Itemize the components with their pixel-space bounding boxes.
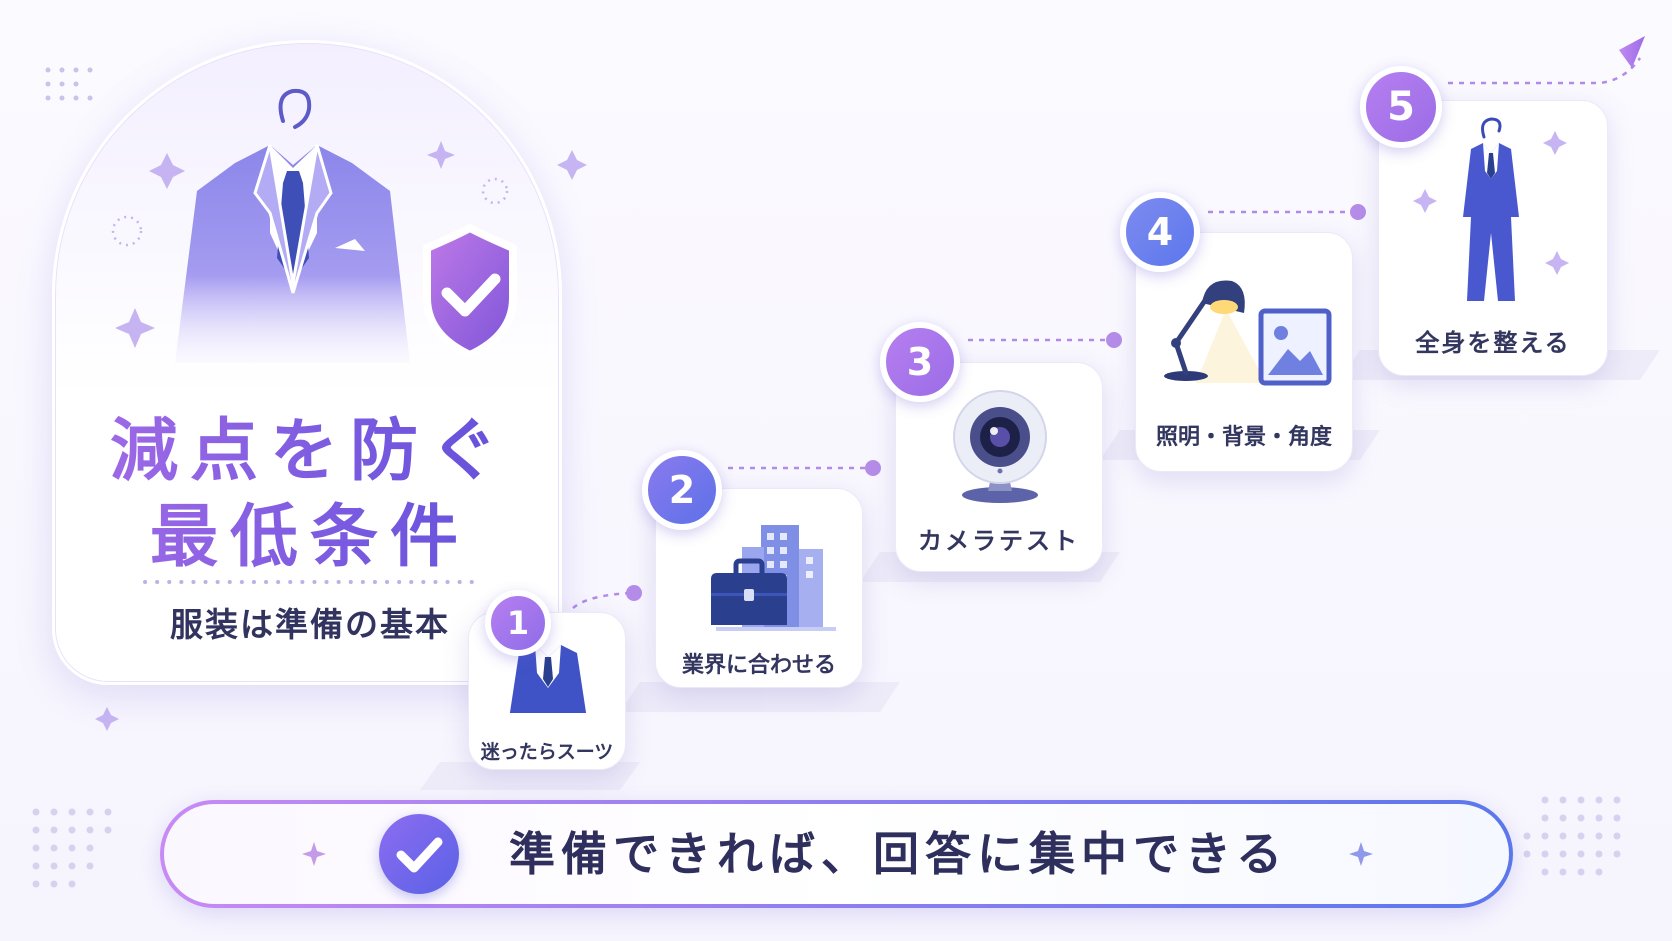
connector-dots (626, 204, 1366, 601)
sparkle-icon (1349, 842, 1373, 866)
dot-pattern-bottom-right (1523, 796, 1621, 876)
step-badge-2: 2 (642, 450, 722, 530)
webcam-icon (953, 390, 1047, 503)
summary-banner-inner: 準備できれば、回答に集中できる (164, 804, 1509, 904)
step-badge-5: 5 (1360, 66, 1442, 148)
hero-subtitle: 服装は準備の基本 (170, 605, 450, 644)
step-card-5: 全身を整える (1378, 100, 1608, 376)
step-label-5: 全身を整える (1415, 329, 1571, 357)
suit-on-hanger-with-shield-check-icon (111, 88, 517, 363)
hero-card: 減点を防ぐ 最低条件 服装は準備の基本 (52, 40, 562, 685)
step-number-3: 3 (906, 340, 934, 384)
step-number-5: 5 (1387, 84, 1415, 130)
suit-jacket-icon (509, 645, 587, 713)
check-circle-icon (379, 814, 459, 894)
step-number-1: 1 (506, 604, 530, 642)
step-badge-4: 4 (1120, 192, 1200, 272)
dot-pattern-top-left (45, 67, 93, 101)
step-number-2: 2 (668, 468, 696, 512)
step-label-2: 業界に合わせる (681, 653, 836, 678)
step-label-1: 迷ったらスーツ (480, 741, 614, 763)
dot-pattern-bottom-left (32, 808, 112, 888)
step-badge-1: 1 (485, 590, 551, 656)
step-connectors (572, 57, 1642, 609)
hero-title-line1: 減点を防ぐ (55, 395, 565, 494)
sparkle-icon (302, 842, 326, 866)
summary-banner: 準備できれば、回答に集中できる (160, 800, 1513, 908)
step-number-4: 4 (1146, 210, 1174, 254)
summary-text: 準備できれば、回答に集中できる (509, 827, 1289, 881)
briefcase-buildings-icon (711, 525, 836, 631)
step-badge-3: 3 (880, 322, 960, 402)
dotted-divider (143, 580, 477, 584)
step-label-4: 照明・背景・角度 (1155, 425, 1332, 450)
sparkle-icon (95, 150, 587, 731)
step-card-4: 照明・背景・角度 (1135, 232, 1353, 472)
trend-arrow-icon (1619, 36, 1645, 68)
full-suit-icon (1413, 117, 1569, 301)
hero-title-line2: 最低条件 (55, 481, 565, 580)
step-label-3: カメラテスト (918, 527, 1080, 555)
desk-lamp-picture-icon (1164, 280, 1332, 386)
